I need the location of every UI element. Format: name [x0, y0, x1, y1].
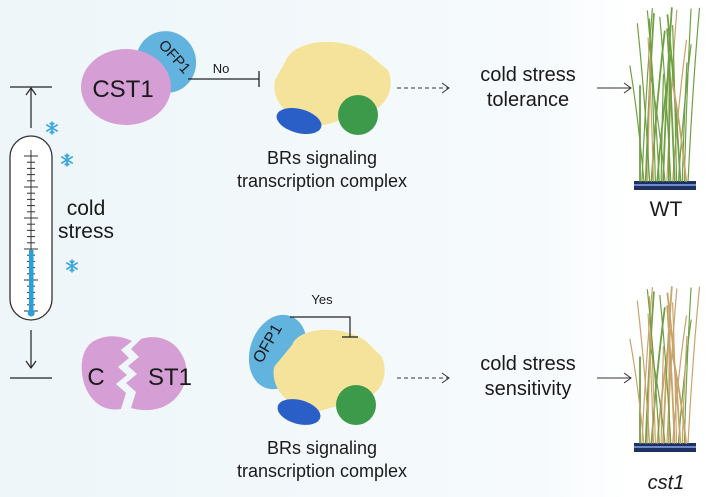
cst1-label: CST1 — [92, 76, 153, 103]
cst1-right-fragment — [126, 337, 187, 411]
complex-label-line1: BRs signaling — [267, 438, 377, 458]
green-subunit — [336, 385, 376, 425]
no-label: No — [213, 61, 230, 76]
blue-subunit — [277, 399, 321, 425]
wt-pathway: OFP1 CST1 No BRs signaling transcription… — [81, 7, 701, 221]
cst1-pathway: C ST1 OFP1 Yes BRs signaling transcripti… — [81, 286, 701, 494]
rice-plant-icon — [629, 7, 701, 190]
yes-inhibition-line — [290, 316, 351, 337]
complex-label-line2: transcription complex — [237, 171, 407, 191]
cold-stress-panel: cold stress — [9, 86, 114, 379]
cst1-left-fragment — [81, 336, 132, 410]
stress-label-line2: stress — [58, 220, 114, 243]
cst1-fragment-st1-label: ST1 — [148, 364, 192, 391]
cst1-protein — [81, 49, 171, 125]
blue-subunit — [276, 107, 322, 135]
green-subunit — [338, 95, 378, 135]
outcome-line2: sensitivity — [485, 378, 572, 400]
stress-label-line1: cold — [67, 197, 106, 220]
thermometer-icon — [9, 135, 53, 321]
complex-label-line2: transcription complex — [237, 461, 407, 481]
rice-plant-icon — [629, 286, 701, 452]
complex-label-line1: BRs signaling — [267, 148, 377, 168]
outcome-line2: tolerance — [487, 89, 569, 111]
outcome-line1: cold stress — [480, 353, 576, 375]
yes-label: Yes — [311, 292, 333, 307]
cst1-plant-label: cst1 — [648, 472, 685, 494]
wt-label: WT — [650, 198, 683, 221]
cst1-fragment-c-label: C — [87, 364, 104, 391]
outcome-line1: cold stress — [480, 64, 576, 86]
